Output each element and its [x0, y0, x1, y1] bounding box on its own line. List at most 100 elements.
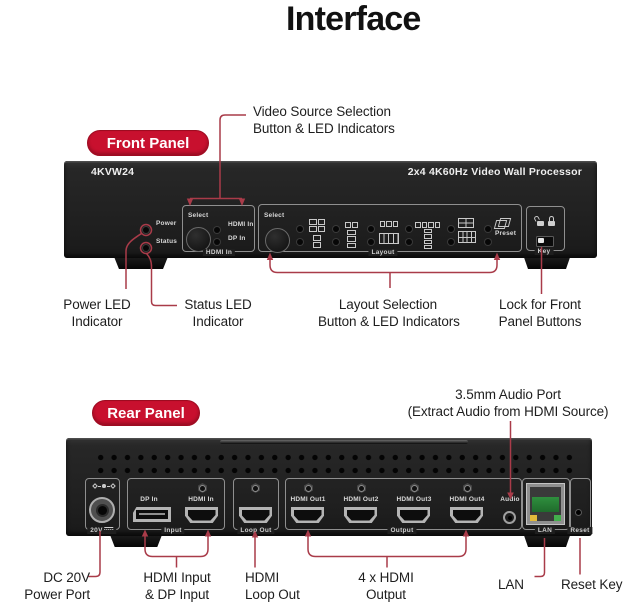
panel-seam — [220, 440, 468, 444]
dp-in-led — [214, 239, 220, 245]
screw-hole-icon — [410, 483, 419, 493]
rear-panel-badge-label: Rear Panel — [107, 404, 185, 422]
source-select-group: Select HDMI In DP In HDMI In — [182, 205, 255, 256]
lan-group: LAN — [522, 478, 570, 534]
hdmi-out4-port — [450, 507, 483, 523]
callout-audio-port: 3.5mm Audio Port (Extract Audio from HDM… — [407, 387, 609, 419]
layout-led — [368, 226, 374, 232]
hdmi-in-port — [185, 507, 218, 523]
callout-video-source: Video Source Selection Button & LED Indi… — [253, 104, 395, 136]
screw-hole-icon — [463, 483, 472, 493]
front-foot-right — [523, 256, 571, 269]
layout-icon-2x2-cross — [458, 218, 474, 228]
layout-select-label: Select — [264, 212, 285, 219]
lan-group-label: LAN — [534, 527, 556, 534]
vent-holes — [94, 451, 580, 478]
status-led — [143, 245, 149, 251]
screw-hole-icon — [304, 483, 313, 493]
layout-select-button — [265, 228, 290, 253]
rear-panel-device: 20V DP In HDMI In Input Loop Out HDMI Ou… — [66, 438, 593, 536]
product-name: 2x4 4K60Hz Video Wall Processor — [407, 166, 582, 178]
layout-icon-3x1-stack — [347, 230, 356, 248]
callout-reset: Reset Key — [561, 577, 623, 592]
callout-loop-out: HDMI Loop Out — [245, 570, 300, 602]
lock-icon — [548, 216, 556, 226]
hdmi-out2-port — [344, 507, 377, 523]
layout-led — [448, 239, 454, 245]
callout-layout-selection: Layout Selection Button & LED Indicators — [318, 297, 460, 329]
front-panel-badge: Front Panel — [87, 130, 209, 156]
source-select-button — [186, 227, 211, 252]
dp-in-label: DP In — [140, 496, 158, 503]
reset-group: Reset — [567, 478, 593, 534]
layout-icon-1x4-row — [415, 222, 440, 228]
layout-led — [297, 239, 303, 245]
callout-lan: LAN — [498, 577, 524, 592]
reset-group-label: Reset — [567, 527, 593, 534]
unlock-icon — [533, 215, 544, 226]
layout-icon-2x4-grid — [458, 231, 476, 243]
layout-icon-1x2-row — [345, 222, 358, 228]
output-group: HDMI Out1 HDMI Out2 HDMI Out3 HDMI Out4 … — [285, 478, 522, 534]
layout-led — [297, 226, 303, 232]
callout-dc-power: DC 20V Power Port — [24, 570, 90, 602]
layout-led — [368, 239, 374, 245]
audio-label: Audio — [500, 496, 520, 503]
front-panel-device: 4KVW24 2x4 4K60Hz Video Wall Processor P… — [64, 161, 597, 258]
preset-led — [485, 239, 491, 245]
key-group-label: Key — [534, 248, 554, 255]
hdmi-out3-port — [397, 507, 430, 523]
key-lock-switch — [536, 236, 554, 247]
dc-polarity-icon — [92, 483, 116, 489]
key-lock-group: Key — [526, 206, 565, 255]
audio-jack — [503, 511, 516, 524]
hdmi-out2-label: HDMI Out2 — [343, 496, 379, 503]
callout-input: HDMI Input & DP Input — [143, 570, 211, 602]
hdmi-in-label: HDMI In — [188, 496, 214, 503]
preset-led — [485, 226, 491, 232]
layout-led — [333, 226, 339, 232]
power-led-label: Power — [156, 220, 177, 227]
reset-pinhole — [576, 510, 581, 515]
callout-lock: Lock for Front Panel Buttons — [498, 297, 582, 329]
power-port-group: 20V — [85, 478, 120, 534]
power-led — [143, 227, 149, 233]
dc-power-jack — [89, 497, 115, 523]
input-group-label: Input — [161, 527, 185, 534]
screw-hole-icon — [357, 483, 366, 493]
hdmi-out3-label: HDMI Out3 — [396, 496, 432, 503]
screw-hole-icon — [251, 483, 260, 493]
source-select-label: Select — [188, 212, 209, 219]
loop-out-group-label: Loop Out — [237, 527, 275, 534]
layout-led — [448, 226, 454, 232]
screw-hole-icon — [198, 483, 207, 493]
page-title: Interface — [286, 0, 421, 38]
layout-led — [406, 226, 412, 232]
callout-power-led: Power LED Indicator — [63, 297, 131, 329]
layout-icon-2x2-grid — [309, 219, 325, 232]
layout-led — [406, 239, 412, 245]
layout-icon-2x1-stack — [313, 235, 321, 248]
callout-status-led: Status LED Indicator — [184, 297, 252, 329]
hdmi-out4-label: HDMI Out4 — [449, 496, 485, 503]
status-led-label: Status — [156, 238, 178, 245]
loop-out-port — [239, 507, 272, 523]
model-name: 4KVW24 — [91, 166, 135, 178]
dp-in-port — [133, 507, 171, 522]
hdmi-out1-label: HDMI Out1 — [290, 496, 326, 503]
dc-symbol — [104, 527, 114, 533]
source-group-label: HDMI In — [202, 249, 236, 256]
callout-output: 4 x HDMI Output — [358, 570, 414, 602]
preset-label: Preset — [495, 230, 517, 237]
loop-out-group: Loop Out — [233, 478, 279, 534]
lan-led-yellow — [530, 515, 537, 521]
hdmi-in-led — [214, 227, 220, 233]
hdmi-out1-port — [291, 507, 324, 523]
dc-voltage-label: 20V — [87, 527, 117, 534]
front-panel-badge-label: Front Panel — [106, 134, 190, 152]
input-group: DP In HDMI In Input — [127, 478, 225, 534]
output-group-label: Output — [387, 527, 417, 534]
layout-led — [333, 239, 339, 245]
layout-icon-1x4-wide — [379, 233, 399, 244]
